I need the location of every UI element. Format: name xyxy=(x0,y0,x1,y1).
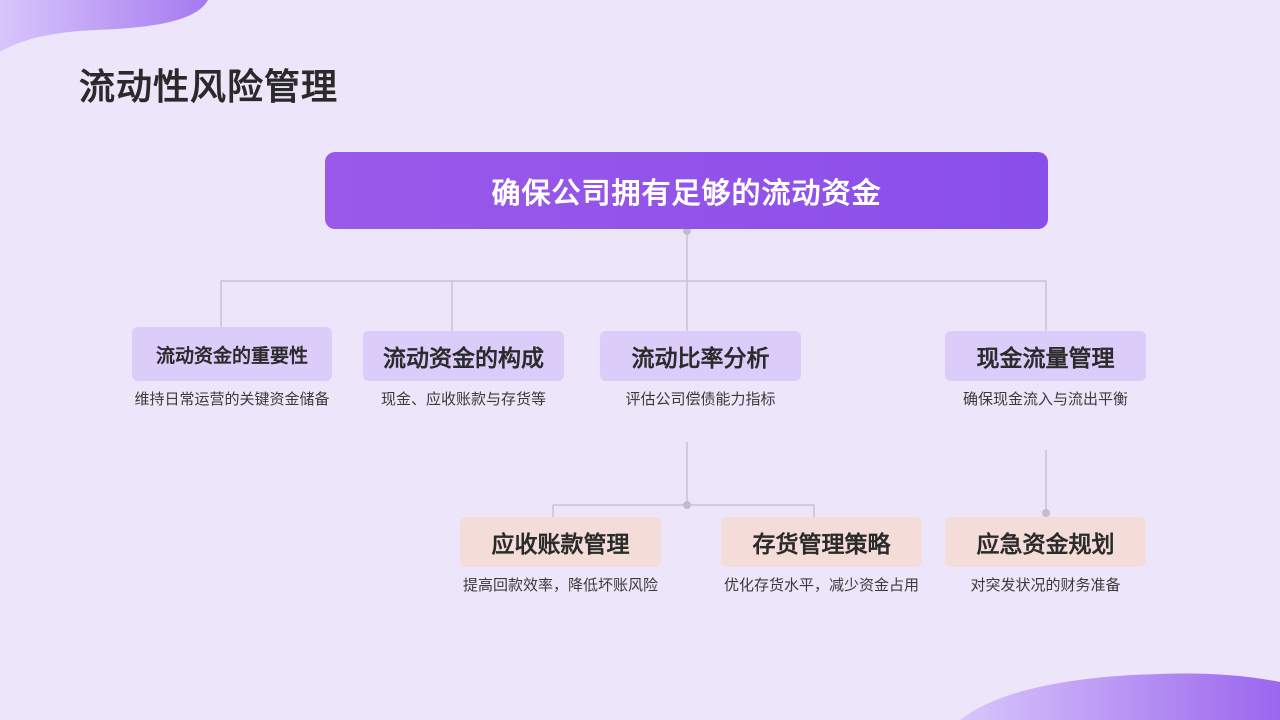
node-description: 优化存货水平，减少资金占用 xyxy=(723,576,919,594)
node-description: 维持日常运营的关键资金储备 xyxy=(134,390,330,408)
node-liquidity-composition: 流动资金的构成 xyxy=(363,331,564,381)
node-description: 对突发状况的财务准备 xyxy=(970,576,1121,594)
node-label: 现金流量管理 xyxy=(976,346,1115,372)
node-label: 应急资金规划 xyxy=(976,532,1115,558)
decorative-blob-bottom-right xyxy=(960,673,1280,720)
node-description: 现金、应收账款与存货等 xyxy=(380,390,546,408)
diagram-root-node: 确保公司拥有足够的流动资金 xyxy=(325,152,1048,229)
page-title: 流动性风险管理 xyxy=(79,67,339,108)
root-node-label: 确保公司拥有足够的流动资金 xyxy=(491,175,882,210)
node-emergency-funds: 应急资金规划 xyxy=(945,517,1146,567)
node-description: 评估公司偿债能力指标 xyxy=(625,390,776,408)
node-inventory-strategy: 存货管理策略 xyxy=(721,517,922,567)
node-description: 确保现金流入与流出平衡 xyxy=(962,390,1128,408)
node-label: 流动比率分析 xyxy=(631,346,770,372)
node-description: 提高回款效率，降低坏账风险 xyxy=(462,576,658,594)
node-label: 存货管理策略 xyxy=(752,532,891,558)
node-label: 流动资金的构成 xyxy=(383,346,544,372)
node-receivables-management: 应收账款管理 xyxy=(460,517,661,567)
node-liquidity-importance: 流动资金的重要性 xyxy=(132,327,332,381)
decorative-blob-top-left xyxy=(0,0,208,52)
node-label: 应收账款管理 xyxy=(491,532,630,558)
node-cashflow-management: 现金流量管理 xyxy=(945,331,1146,381)
node-liquidity-ratio: 流动比率分析 xyxy=(600,331,801,381)
node-label: 流动资金的重要性 xyxy=(155,344,308,367)
